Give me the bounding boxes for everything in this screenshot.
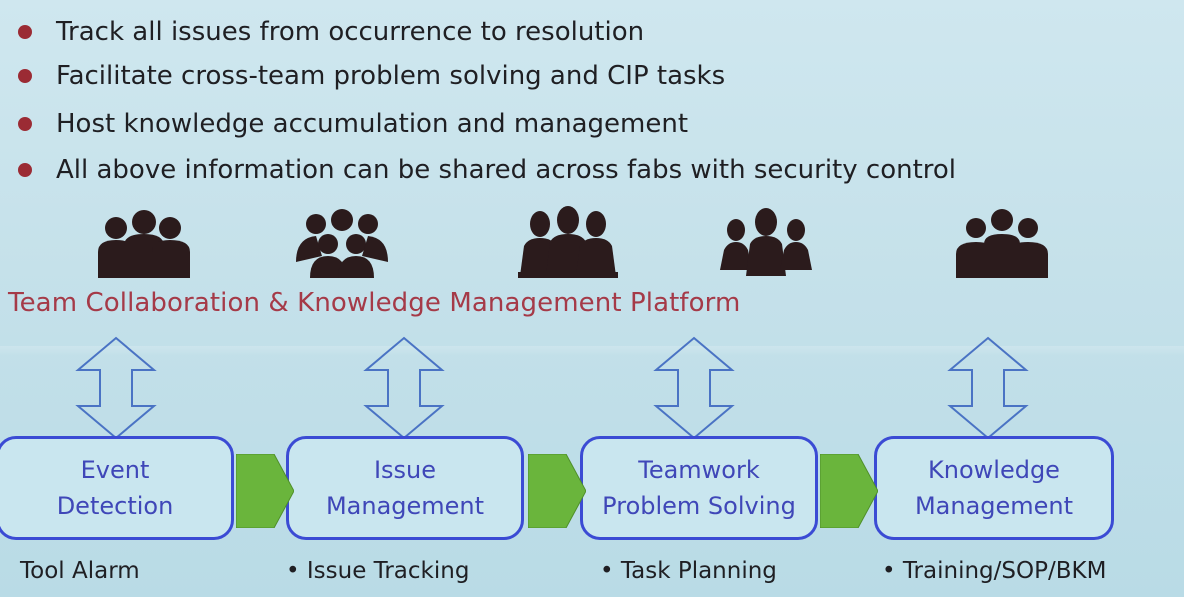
bullet-dot-icon (18, 69, 32, 83)
stage-event-detection: Event Detection (0, 436, 234, 540)
chevron-right-icon (235, 453, 295, 529)
chevron-right-icon (819, 453, 879, 529)
stage-caption: • Task Planning (600, 558, 777, 584)
chevron-right-icon (527, 453, 587, 529)
stage-caption: • Training/SOP/BKM (882, 558, 1107, 584)
bullet-text: All above information can be shared acro… (56, 155, 957, 185)
double-arrow-icon (652, 336, 736, 440)
bullet-dot-icon (18, 163, 32, 177)
people-group-icon (716, 206, 816, 278)
double-arrow-icon (74, 336, 158, 440)
stage-issue-management: Issue Management (286, 436, 524, 540)
stage-caption: Tool Alarm (20, 558, 140, 584)
bullet-text: Track all issues from occurrence to reso… (56, 17, 645, 47)
bullet-item: Track all issues from occurrence to reso… (18, 12, 644, 52)
divider (0, 346, 1184, 356)
bullet-text: Facilitate cross-team problem solving an… (56, 61, 726, 91)
bullet-text: Host knowledge accumulation and manageme… (56, 109, 689, 139)
stage-label: Event Detection (56, 456, 174, 520)
stage-knowledge-management: Knowledge Management (874, 436, 1114, 540)
people-group-icon (94, 206, 194, 278)
bullet-item: All above information can be shared acro… (18, 150, 956, 190)
people-group-icon (518, 206, 618, 278)
platform-title: Team Collaboration & Knowledge Managemen… (8, 288, 741, 318)
bullet-dot-icon (18, 25, 32, 39)
stage-teamwork-problem-solving: Teamwork Problem Solving (580, 436, 818, 540)
bullet-item: Facilitate cross-team problem solving an… (18, 56, 725, 96)
bullet-dot-icon (18, 117, 32, 131)
bullet-item: Host knowledge accumulation and manageme… (18, 104, 688, 144)
double-arrow-icon (362, 336, 446, 440)
people-group-icon (952, 206, 1052, 278)
stage-label: Issue Management (325, 456, 485, 520)
people-group-icon (292, 206, 392, 278)
stage-label: Knowledge Management (914, 456, 1074, 520)
stage-caption: • Issue Tracking (286, 558, 470, 584)
double-arrow-icon (946, 336, 1030, 440)
stage-label: Teamwork Problem Solving (602, 456, 796, 520)
